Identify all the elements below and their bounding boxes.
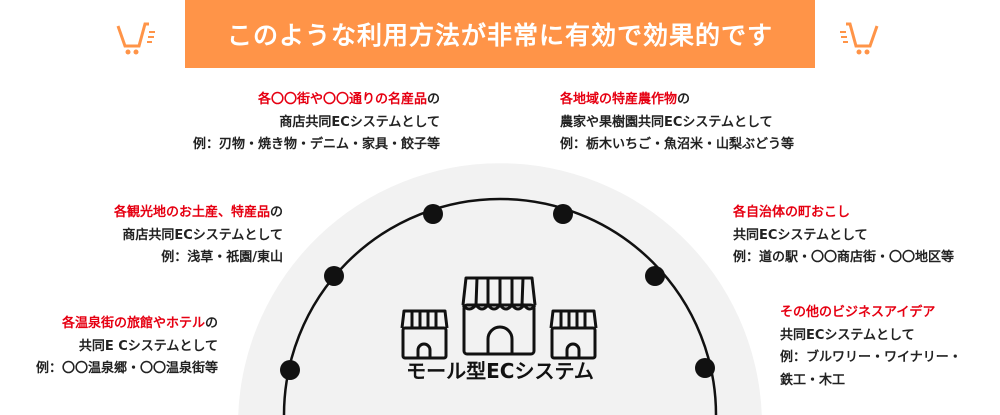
arc-dot [324,266,344,286]
arc-dot [423,204,443,224]
use-case-heading: その他のビジネスアイデア [780,305,936,320]
shopping-cart-icon [840,22,879,55]
use-case-agriculture: 各地域の特産農作物の 農家や果樹園共同ECシステムとして 例：栃木いちご・魚沼米… [560,89,794,157]
arc-dot [280,360,300,380]
arc-dot [553,204,573,224]
storefront-icon [400,276,598,360]
use-case-examples: 例：道の駅・〇〇商店街・〇〇地区等 [733,250,955,265]
use-case-examples-cont: 鉄工・木工 [780,372,846,388]
mall-ec-system-label: モール型ECシステム [406,359,594,383]
use-case-description: 共同E Cシステムとして [78,338,218,354]
use-case-municipality: 各自治体の町おこし 共同ECシステムとして 例：道の駅・〇〇商店街・〇〇地区等 [733,202,954,270]
use-case-tourism: 各観光地のお土産、特産品の 商店共同ECシステムとして 例：浅草・祇園/東山 [114,202,283,270]
use-case-heading: 各自治体の町おこし [733,205,851,220]
heading-suffix: の [269,205,283,220]
use-case-description: 共同ECシステムとして [780,327,915,343]
shopping-cart-icon [116,22,155,55]
use-case-local-specialties: 各〇〇街や〇〇通りの名産品の 商店共同ECシステムとして 例：刃物・焼き物・デニ… [193,89,440,157]
headline-banner: このような利用方法が非常に有効で効果的です [185,0,815,68]
use-case-heading: 各観光地のお土産、特産品 [113,205,270,220]
arc-dot [645,266,665,286]
heading-suffix: の [677,92,691,107]
heading-suffix: の [426,92,440,107]
use-case-examples: 例：ブルワリー・ワイナリー・ [780,350,962,365]
heading-suffix: の [204,316,218,331]
use-case-hot-springs: 各温泉街の旅館やホテルの 共同E Cシステムとして 例：〇〇温泉郷・〇〇温泉街等 [36,313,218,381]
use-case-examples: 例：刃物・焼き物・デニム・家具・餃子等 [192,137,440,152]
use-case-examples: 例：栃木いちご・魚沼米・山梨ぶどう等 [560,137,795,152]
use-case-other-business: その他のビジネスアイデア 共同ECシステムとして 例：ブルワリー・ワイナリー・ … [780,302,962,392]
arc-dot [695,358,715,378]
use-case-description: 商店共同ECシステムとして [122,227,283,243]
use-case-heading: 各〇〇街や〇〇通りの名産品 [257,92,427,107]
use-case-examples: 例：浅草・祇園/東山 [161,250,283,265]
use-case-heading: 各地域の特産農作物 [560,92,678,107]
use-case-description: 農家や果樹園共同ECシステムとして [560,114,773,130]
use-case-description: 商店共同ECシステムとして [279,114,440,130]
use-case-examples: 例：〇〇温泉郷・〇〇温泉街等 [35,361,218,376]
arc-line [282,197,718,415]
banner-title: このような利用方法が非常に有効で効果的です [226,21,773,50]
use-case-heading: 各温泉街の旅館やホテル [61,316,205,331]
use-case-description: 共同ECシステムとして [733,227,868,243]
